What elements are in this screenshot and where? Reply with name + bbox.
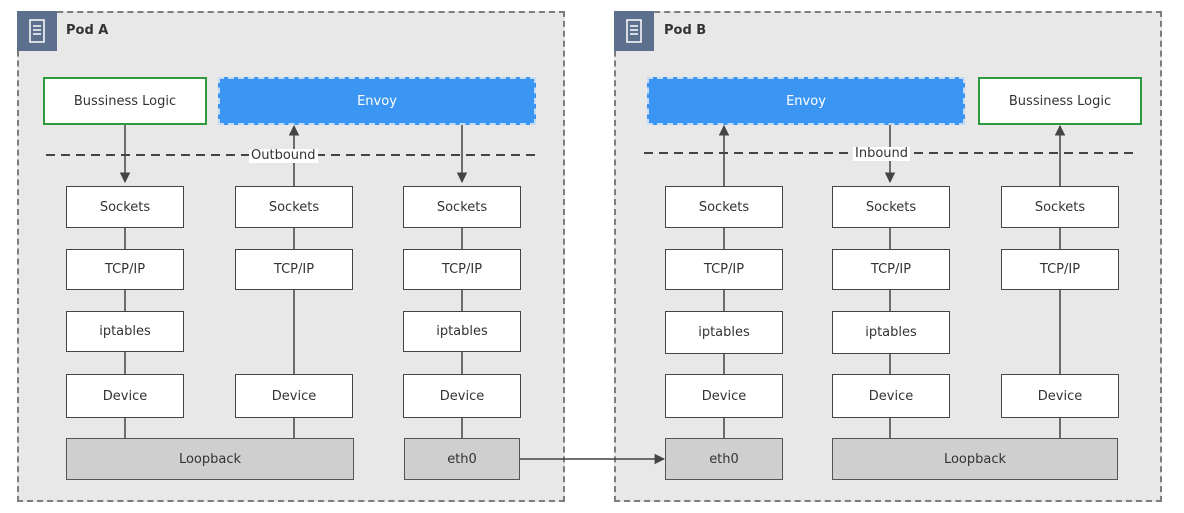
pod-a-sockets-box-1: Sockets: [66, 186, 184, 228]
pod-b-device-box-1: Device: [665, 374, 783, 418]
pod-a-sockets-box-3: Sockets: [403, 186, 521, 228]
pod-b-title: Pod B: [664, 23, 707, 38]
pod-a-loopback-box: Loopback: [66, 438, 354, 480]
pod-b-device-box-2: Device: [832, 374, 950, 418]
pod-a-device-box-2: Device: [235, 374, 353, 418]
pod-a-title: Pod A: [66, 23, 109, 38]
pod-a-iptables-box-3: iptables: [403, 311, 521, 352]
pod-a-tcpip-box-1: TCP/IP: [66, 249, 184, 290]
pod-a-tcpip-box-2: TCP/IP: [235, 249, 353, 290]
pod-b-sockets-box-2: Sockets: [832, 186, 950, 228]
pod-b-iptables-box-2: iptables: [832, 311, 950, 354]
pod-a-outbound-label: Outbound: [249, 148, 318, 163]
pod-b-loopback-box: Loopback: [832, 438, 1118, 480]
pod-b-iptables-box-1: iptables: [665, 311, 783, 354]
pod-b-badge: [614, 11, 654, 51]
pod-a-sockets-box-2: Sockets: [235, 186, 353, 228]
pod-a-envoy-box: Envoy: [218, 77, 536, 125]
pod-b-device-box-3: Device: [1001, 374, 1119, 418]
pod-b-eth0-box: eth0: [665, 438, 783, 480]
server-icon: [626, 19, 642, 43]
server-icon: [29, 19, 45, 43]
pod-a-eth0-box: eth0: [404, 438, 520, 480]
pod-a-badge: [17, 11, 57, 51]
pod-b-tcpip-box-1: TCP/IP: [665, 249, 783, 290]
pod-a-device-box-3: Device: [403, 374, 521, 418]
pod-b-sockets-box-1: Sockets: [665, 186, 783, 228]
pod-a-business-logic-box: Bussiness Logic: [43, 77, 207, 125]
pod-a-iptables-box-1: iptables: [66, 311, 184, 352]
pod-b-tcpip-box-3: TCP/IP: [1001, 249, 1119, 290]
pod-a-device-box-1: Device: [66, 374, 184, 418]
pod-b-business-logic-box: Bussiness Logic: [978, 77, 1142, 125]
pod-b-envoy-box: Envoy: [647, 77, 965, 125]
pod-b-inbound-label: Inbound: [853, 146, 911, 161]
pod-a-tcpip-box-3: TCP/IP: [403, 249, 521, 290]
pod-b-tcpip-box-2: TCP/IP: [832, 249, 950, 290]
pod-b-sockets-box-3: Sockets: [1001, 186, 1119, 228]
